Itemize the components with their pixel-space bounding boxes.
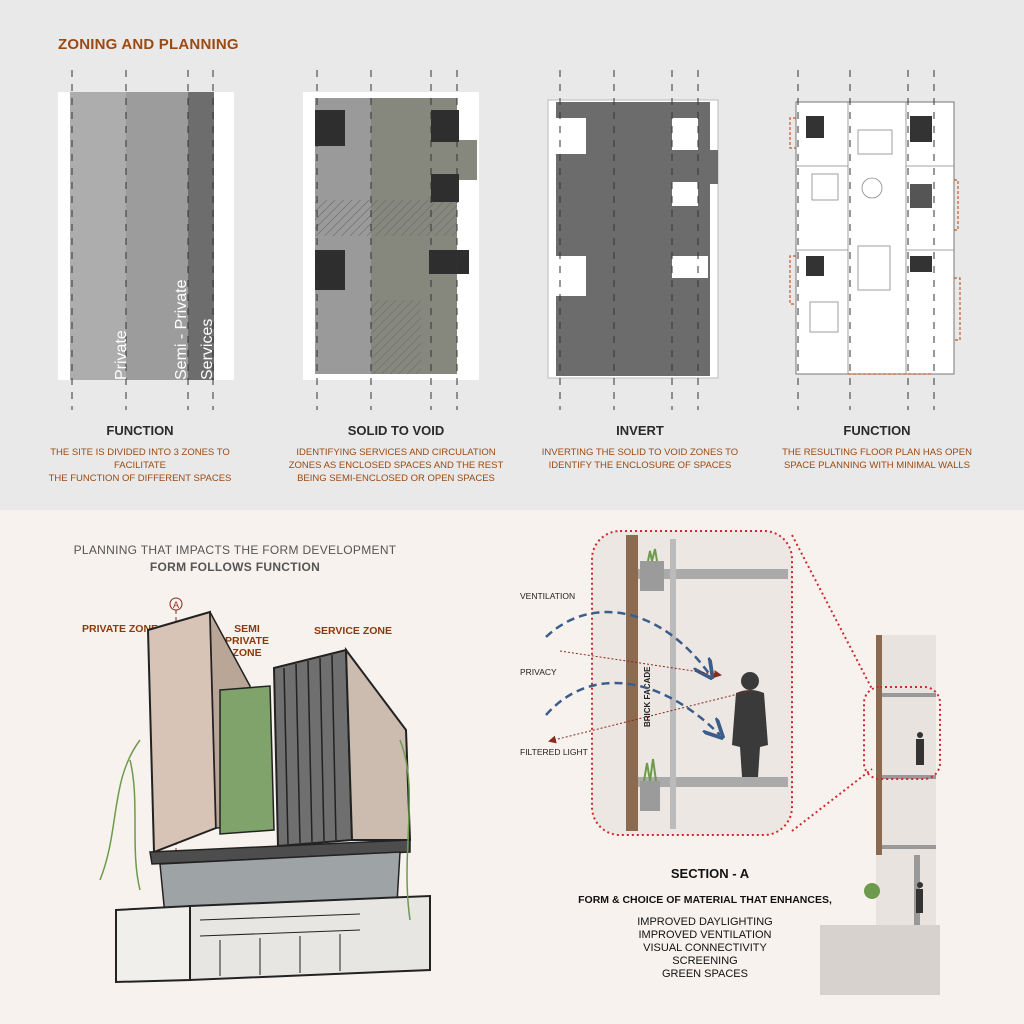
slab	[149, 839, 411, 865]
benefit-item: IMPROVED DAYLIGHTING	[637, 916, 773, 928]
label-private: PRIVATE	[225, 635, 269, 647]
svg-text:A: A	[173, 600, 179, 610]
grid-lines	[71, 70, 214, 410]
light-ray	[559, 650, 722, 679]
zone-label-private: Private	[113, 330, 130, 380]
wc-block	[806, 256, 824, 276]
floor-slab	[638, 777, 788, 787]
vines	[99, 739, 411, 921]
label-filtered-light: FILTERED LIGHT	[520, 747, 588, 757]
label-service-zone: SERVICE ZONE	[314, 625, 392, 637]
label-private-zone: PRIVATE ZONE	[82, 623, 158, 635]
service-block	[429, 250, 469, 274]
service-block	[315, 250, 345, 290]
invert-diagram	[547, 70, 719, 410]
caption-desc-floor-plan: THE RESULTING FLOOR PLAN HAS OPEN SPACE …	[782, 447, 972, 471]
label-zone: ZONE	[232, 647, 261, 659]
caption-title-function: FUNCTION	[106, 423, 174, 438]
solid-to-void-diagram	[303, 70, 479, 410]
function-zone-diagram: Private Semi - Private Services	[58, 70, 234, 410]
overall-section	[820, 635, 940, 995]
lift-core	[910, 184, 932, 208]
void-opening	[556, 256, 586, 296]
caption-desc-solid-to-void: IDENTIFYING SERVICES AND CIRCULATION ZON…	[288, 447, 504, 484]
void-opening	[672, 182, 698, 206]
caption-title-floor-plan: FUNCTION	[843, 423, 911, 438]
caption-title-invert: INVERT	[616, 423, 664, 438]
void-opening	[556, 118, 586, 154]
private-zone	[70, 92, 126, 380]
semi-private-zone	[126, 92, 188, 380]
service-block	[431, 110, 459, 142]
benefits-list: IMPROVED DAYLIGHTING IMPROVED VENTILATIO…	[575, 916, 835, 981]
void-opening	[672, 118, 698, 150]
void-opening	[672, 256, 708, 278]
semi-private-greenery	[219, 685, 275, 835]
private-volume	[146, 610, 218, 854]
form-subtitle: PLANNING THAT IMPACTS THE FORM DEVELOPME…	[73, 543, 397, 557]
benefit-item: VISUAL CONNECTIVITY	[643, 942, 767, 954]
circulation-hatch	[315, 200, 457, 236]
upper-slab	[638, 569, 788, 579]
building-sketch: A PRIVATE ZONE SEMI PRIVATE ZONE SERVICE…	[82, 597, 431, 984]
benefit-item: SCREENING	[672, 955, 738, 967]
person-icon	[732, 672, 768, 777]
plan-outline	[795, 101, 955, 375]
zone-label-semi-private: Semi - Private	[173, 279, 190, 380]
callout-box	[863, 686, 941, 780]
wc-block	[910, 116, 932, 142]
label-privacy: PRIVACY	[520, 667, 557, 677]
section-diagram: BRICK FACADE VENTILATION PRIVACY FILTERE…	[520, 530, 941, 995]
planter	[640, 781, 660, 811]
label-ventilation: VENTILATION	[520, 591, 575, 601]
plan-walls	[796, 102, 954, 374]
caption-title-solid-to-void: SOLID TO VOID	[347, 423, 445, 438]
services-zone	[188, 92, 214, 380]
planter	[640, 561, 664, 591]
service-block	[431, 174, 459, 202]
benefit-item: GREEN SPACES	[662, 968, 748, 980]
section-subtitle: FORM & CHOICE OF MATERIAL THAT ENHANCES,	[578, 894, 832, 906]
label-semi: SEMI	[234, 623, 260, 635]
zone-label-services: Services	[199, 319, 216, 380]
facade-label: BRICK FACADE	[643, 666, 652, 727]
airflow-arrow	[545, 610, 710, 675]
podium-wall	[115, 904, 191, 984]
section-title: SECTION - A	[670, 866, 750, 881]
wc-block	[910, 256, 932, 272]
floor-plan-diagram	[789, 70, 961, 410]
wc-block	[806, 116, 824, 138]
form-subtitle-bold: FORM FOLLOWS FUNCTION	[149, 560, 321, 574]
caption-desc-function: THE SITE IS DIVIDED INTO 3 ZONES TO FACI…	[48, 447, 232, 484]
caption-desc-invert: INVERTING THE SOLID TO VOID ZONES TO IDE…	[541, 447, 739, 471]
benefit-item: IMPROVED VENTILATION	[638, 929, 772, 941]
service-block	[315, 110, 345, 146]
brick-facade	[626, 535, 638, 831]
section-heading: ZONING AND PLANNING	[58, 36, 239, 53]
screen-line	[789, 117, 961, 375]
